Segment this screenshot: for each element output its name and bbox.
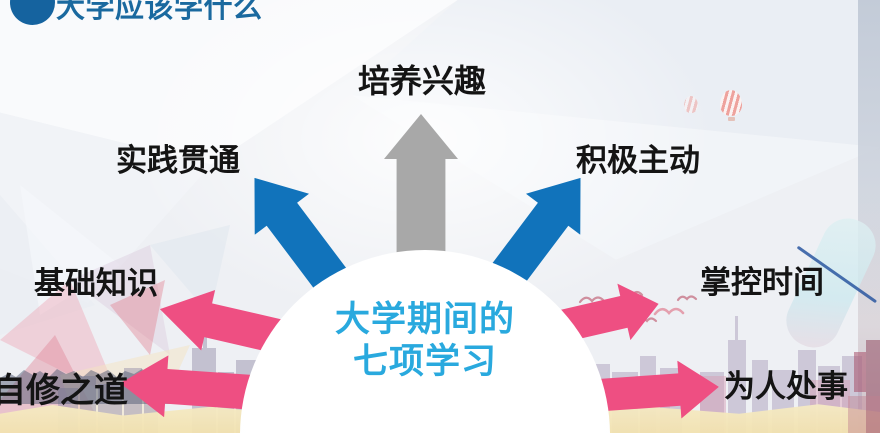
- corner-accent-shapes: [848, 340, 880, 433]
- hot-air-balloon-icon: [684, 96, 698, 113]
- label-be-proactive: 积极主动: [576, 143, 700, 179]
- hub-title-line1: 大学期间的: [334, 300, 515, 340]
- label-time-management: 掌控时间: [700, 265, 824, 301]
- label-self-study: 自修之道: [0, 371, 128, 411]
- hub-title-line2: 七项学习: [352, 342, 497, 382]
- label-basic-knowledge: 基础知识: [34, 266, 158, 302]
- center-hub-title: 大学期间的 七项学习: [240, 299, 610, 383]
- label-practice-integration: 实践贯通: [116, 143, 240, 179]
- label-interpersonal-skills: 为人处事: [724, 369, 848, 405]
- page-title: 大学应该学什么: [56, 0, 263, 24]
- right-edge-strip: [858, 0, 880, 433]
- hot-air-balloon-icon: [720, 90, 742, 116]
- balloon-basket: [728, 117, 735, 121]
- label-cultivate-interest: 培养兴趣: [357, 62, 486, 100]
